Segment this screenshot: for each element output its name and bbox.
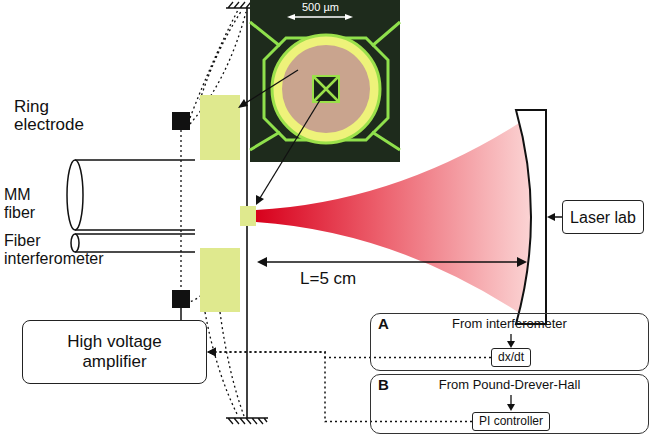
part-label: Ring electrode bbox=[14, 98, 106, 134]
arrow-head bbox=[507, 404, 515, 411]
membrane-mirror bbox=[240, 206, 256, 226]
arrow-head bbox=[256, 195, 264, 205]
micrograph-ring bbox=[272, 35, 380, 143]
connector-line bbox=[207, 352, 491, 358]
panel-heading: From interferometer bbox=[371, 316, 648, 332]
ring-electrode bbox=[200, 95, 240, 160]
panel-heading: From Pound-Drever-Hall bbox=[371, 377, 648, 393]
arrow-head bbox=[547, 213, 555, 221]
process-box: PI controller bbox=[472, 412, 550, 431]
fiber-end bbox=[67, 160, 83, 230]
arrow-head bbox=[517, 257, 527, 267]
arrow-head bbox=[207, 348, 216, 357]
ring-electrode bbox=[200, 248, 240, 312]
dimension-line bbox=[266, 261, 518, 263]
flow-arrow bbox=[510, 395, 511, 404]
scale-bar bbox=[294, 16, 346, 17]
arrow-head bbox=[507, 341, 515, 348]
part-label: 500 µm bbox=[302, 1, 339, 14]
electrode-contact bbox=[172, 290, 190, 308]
part-label: Fiber interferometer bbox=[4, 232, 114, 268]
panel-box: AFrom interferometer dx/dt bbox=[370, 313, 649, 371]
micrograph-inset bbox=[250, 0, 400, 162]
micrograph-square bbox=[313, 76, 339, 102]
panel-letter: B bbox=[378, 376, 389, 393]
amplifier-box: High voltage amplifier bbox=[22, 320, 207, 384]
pointer-line bbox=[244, 70, 298, 104]
arrow-head bbox=[345, 14, 353, 20]
wire-dotted bbox=[180, 130, 181, 290]
arrow-head bbox=[257, 257, 267, 267]
curved-mirror bbox=[516, 110, 546, 324]
part-label: MM fiber bbox=[4, 186, 64, 222]
pointer-line bbox=[260, 100, 320, 198]
signal-connector bbox=[207, 348, 472, 422]
process-box: dx/dt bbox=[491, 348, 531, 367]
fiber-body bbox=[75, 160, 195, 230]
box-label: Laser lab bbox=[570, 208, 636, 227]
micrograph-frame bbox=[264, 38, 388, 140]
flow-arrow bbox=[510, 334, 511, 342]
micrograph-disk bbox=[282, 45, 370, 133]
electrode-contact bbox=[172, 112, 190, 130]
arrow-head bbox=[238, 99, 248, 108]
box-label: PI controller bbox=[479, 414, 543, 429]
fiber-end bbox=[71, 234, 79, 252]
part-label: L=5 cm bbox=[300, 270, 356, 288]
box-label: dx/dt bbox=[498, 350, 524, 365]
box-label: High voltage amplifier bbox=[45, 332, 184, 372]
fiber-body bbox=[75, 234, 195, 252]
panel-letter: A bbox=[378, 315, 389, 332]
connector-line bbox=[207, 352, 472, 422]
arrow-head bbox=[287, 14, 295, 20]
fixed-mount bbox=[226, 418, 268, 424]
arrow-head bbox=[207, 348, 216, 357]
micrograph-cross bbox=[314, 77, 338, 101]
panel-box: BFrom Pound-Drever-Hall PI controller bbox=[370, 374, 649, 434]
laser-lab-box: Laser lab bbox=[562, 200, 644, 234]
